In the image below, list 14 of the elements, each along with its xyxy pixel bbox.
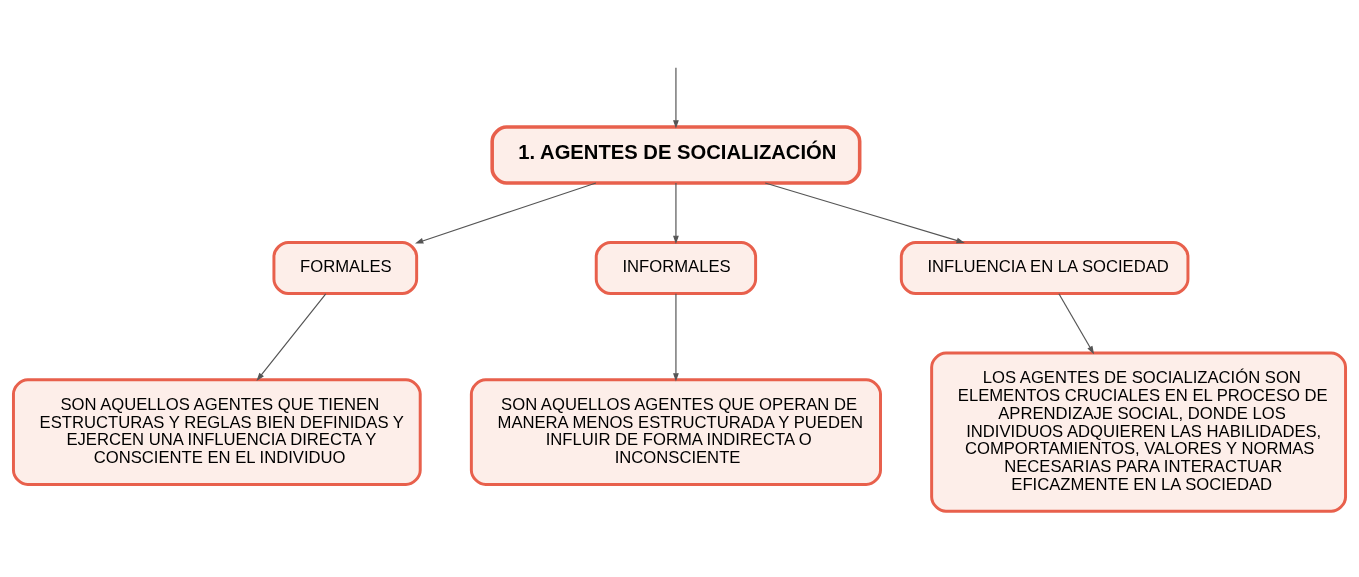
arrow — [673, 181, 679, 244]
arrow — [764, 181, 965, 243]
arrow — [415, 181, 597, 244]
node-box: LOS AGENTES DE SOCIALIZACIÓN SON ELEMENTOS CRUCIALES EN EL PROCESO DE APRENDIZAJE SOCIAL, DONDE LOS INDIVIDUOS ADQUIEREN LAS HABILIDADES, COMPORTAMIENTOS, VALORES Y NORMAS NECESARIAS PARA INTERACTUAR EFICAZMENTE EN LA SOCIEDAD — [930, 351, 1348, 513]
arrow — [256, 292, 327, 381]
arrow — [673, 292, 679, 381]
node-box: INFLUENCIA EN LA SOCIEDAD — [899, 240, 1190, 295]
arrow — [673, 66, 679, 129]
node-box: FORMALES — [272, 240, 419, 295]
node-box: SON AQUELLOS AGENTES QUE OPERAN DE MANERA MENOS ESTRUCTURADA Y PUEDEN INFLUIR DE FORMA INDIRECTA O INCONSCIENTE — [469, 377, 882, 486]
node-box: 1. AGENTES DE SOCIALIZACIÓN — [490, 124, 862, 185]
arrow — [1058, 292, 1095, 354]
node-box: INFORMALES — [594, 240, 758, 295]
node-box: SON AQUELLOS AGENTES QUE TIENEN ESTRUCTURAS Y REGLAS BIEN DEFINIDAS Y EJERCEN UNA INFLUENCIA DIRECTA Y CONSCIENTE EN EL INDIVIDUO — [11, 377, 422, 486]
